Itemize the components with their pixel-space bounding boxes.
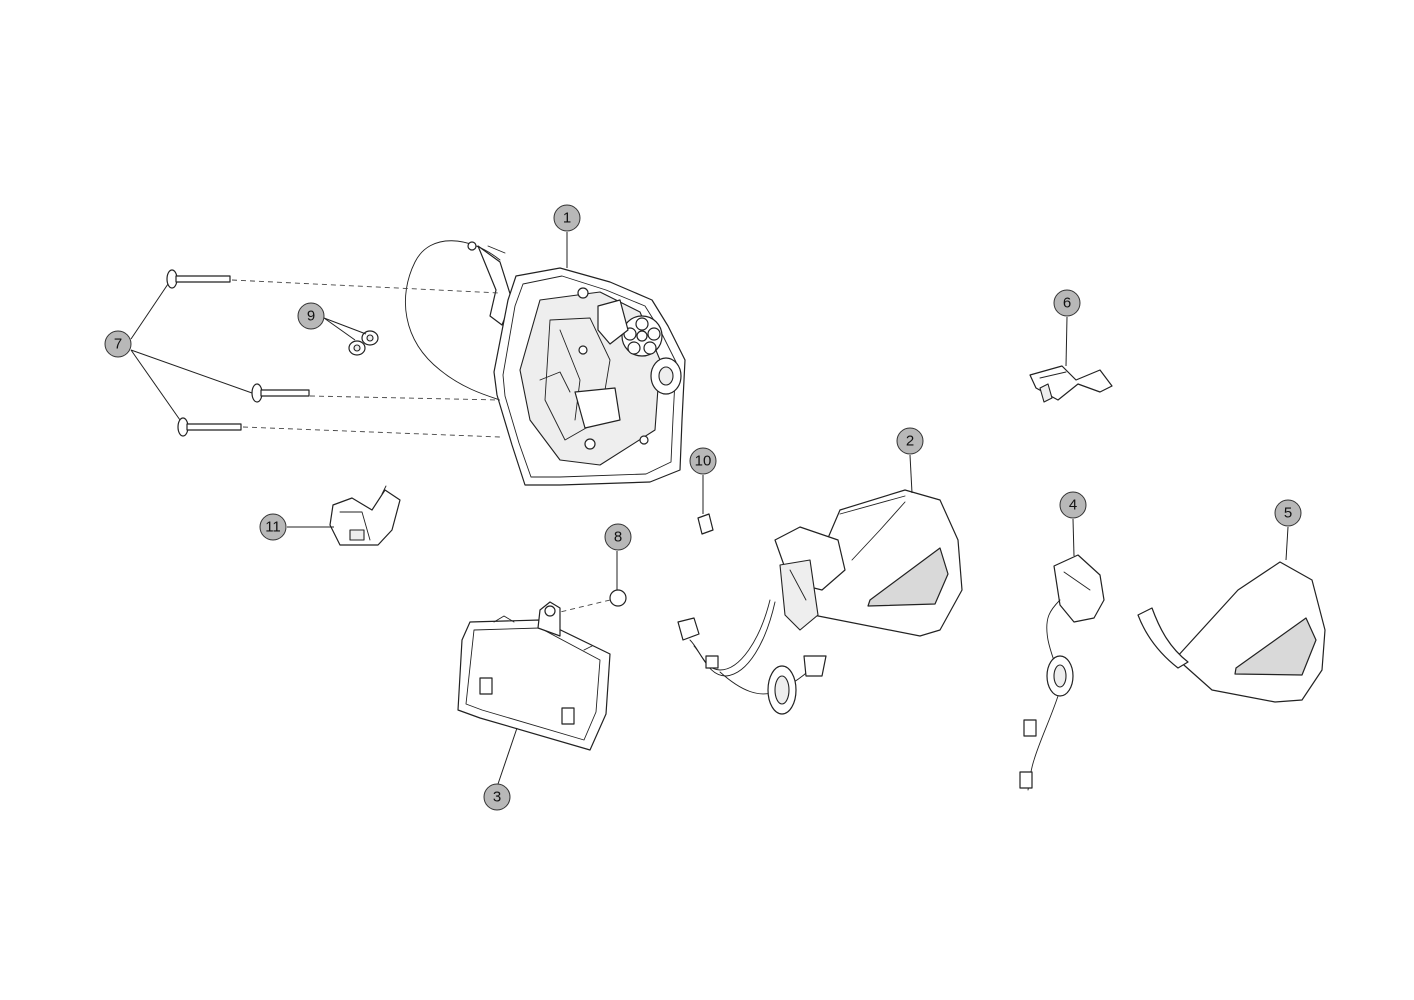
part-3-control-module	[457, 601, 611, 751]
callout-10-label: 10	[695, 453, 712, 470]
part-10-seal	[697, 513, 714, 535]
callout-8-label: 8	[614, 529, 622, 546]
part-5-cover-panel	[1137, 561, 1326, 703]
leader-lines	[130, 232, 1289, 785]
bolt-top	[166, 269, 231, 289]
part-7-bolts	[166, 269, 501, 438]
callout-2: 2	[896, 427, 924, 455]
callout-10: 10	[689, 447, 717, 475]
callout-6: 6	[1053, 289, 1081, 317]
part-1-charging-inlet-housing	[405, 240, 686, 486]
part-8-clip	[555, 589, 627, 614]
callout-9: 9	[297, 302, 325, 330]
part-2-cover-assembly	[677, 489, 963, 715]
part-9-nuts	[348, 330, 379, 356]
callout-9-label: 9	[307, 308, 315, 325]
callout-11: 11	[259, 513, 287, 541]
callout-1-label: 1	[563, 210, 571, 227]
callout-5-label: 5	[1284, 505, 1292, 522]
callout-7: 7	[104, 330, 132, 358]
callout-6-label: 6	[1063, 295, 1071, 312]
callout-5: 5	[1274, 499, 1302, 527]
callout-4: 4	[1059, 491, 1087, 519]
callout-8: 8	[604, 523, 632, 551]
callout-1: 1	[553, 204, 581, 232]
part-4-actuator	[1019, 554, 1105, 791]
bolt-bottom	[177, 417, 242, 437]
part-6-hinge-bracket	[1029, 365, 1113, 403]
callout-11-label: 11	[265, 519, 281, 536]
part-11-bracket	[329, 485, 401, 546]
callout-3-label: 3	[493, 789, 501, 806]
callout-4-label: 4	[1069, 497, 1077, 514]
bolt-middle	[251, 383, 310, 403]
callout-2-label: 2	[906, 433, 914, 450]
callout-7-label: 7	[114, 336, 122, 353]
callout-3: 3	[483, 783, 511, 811]
